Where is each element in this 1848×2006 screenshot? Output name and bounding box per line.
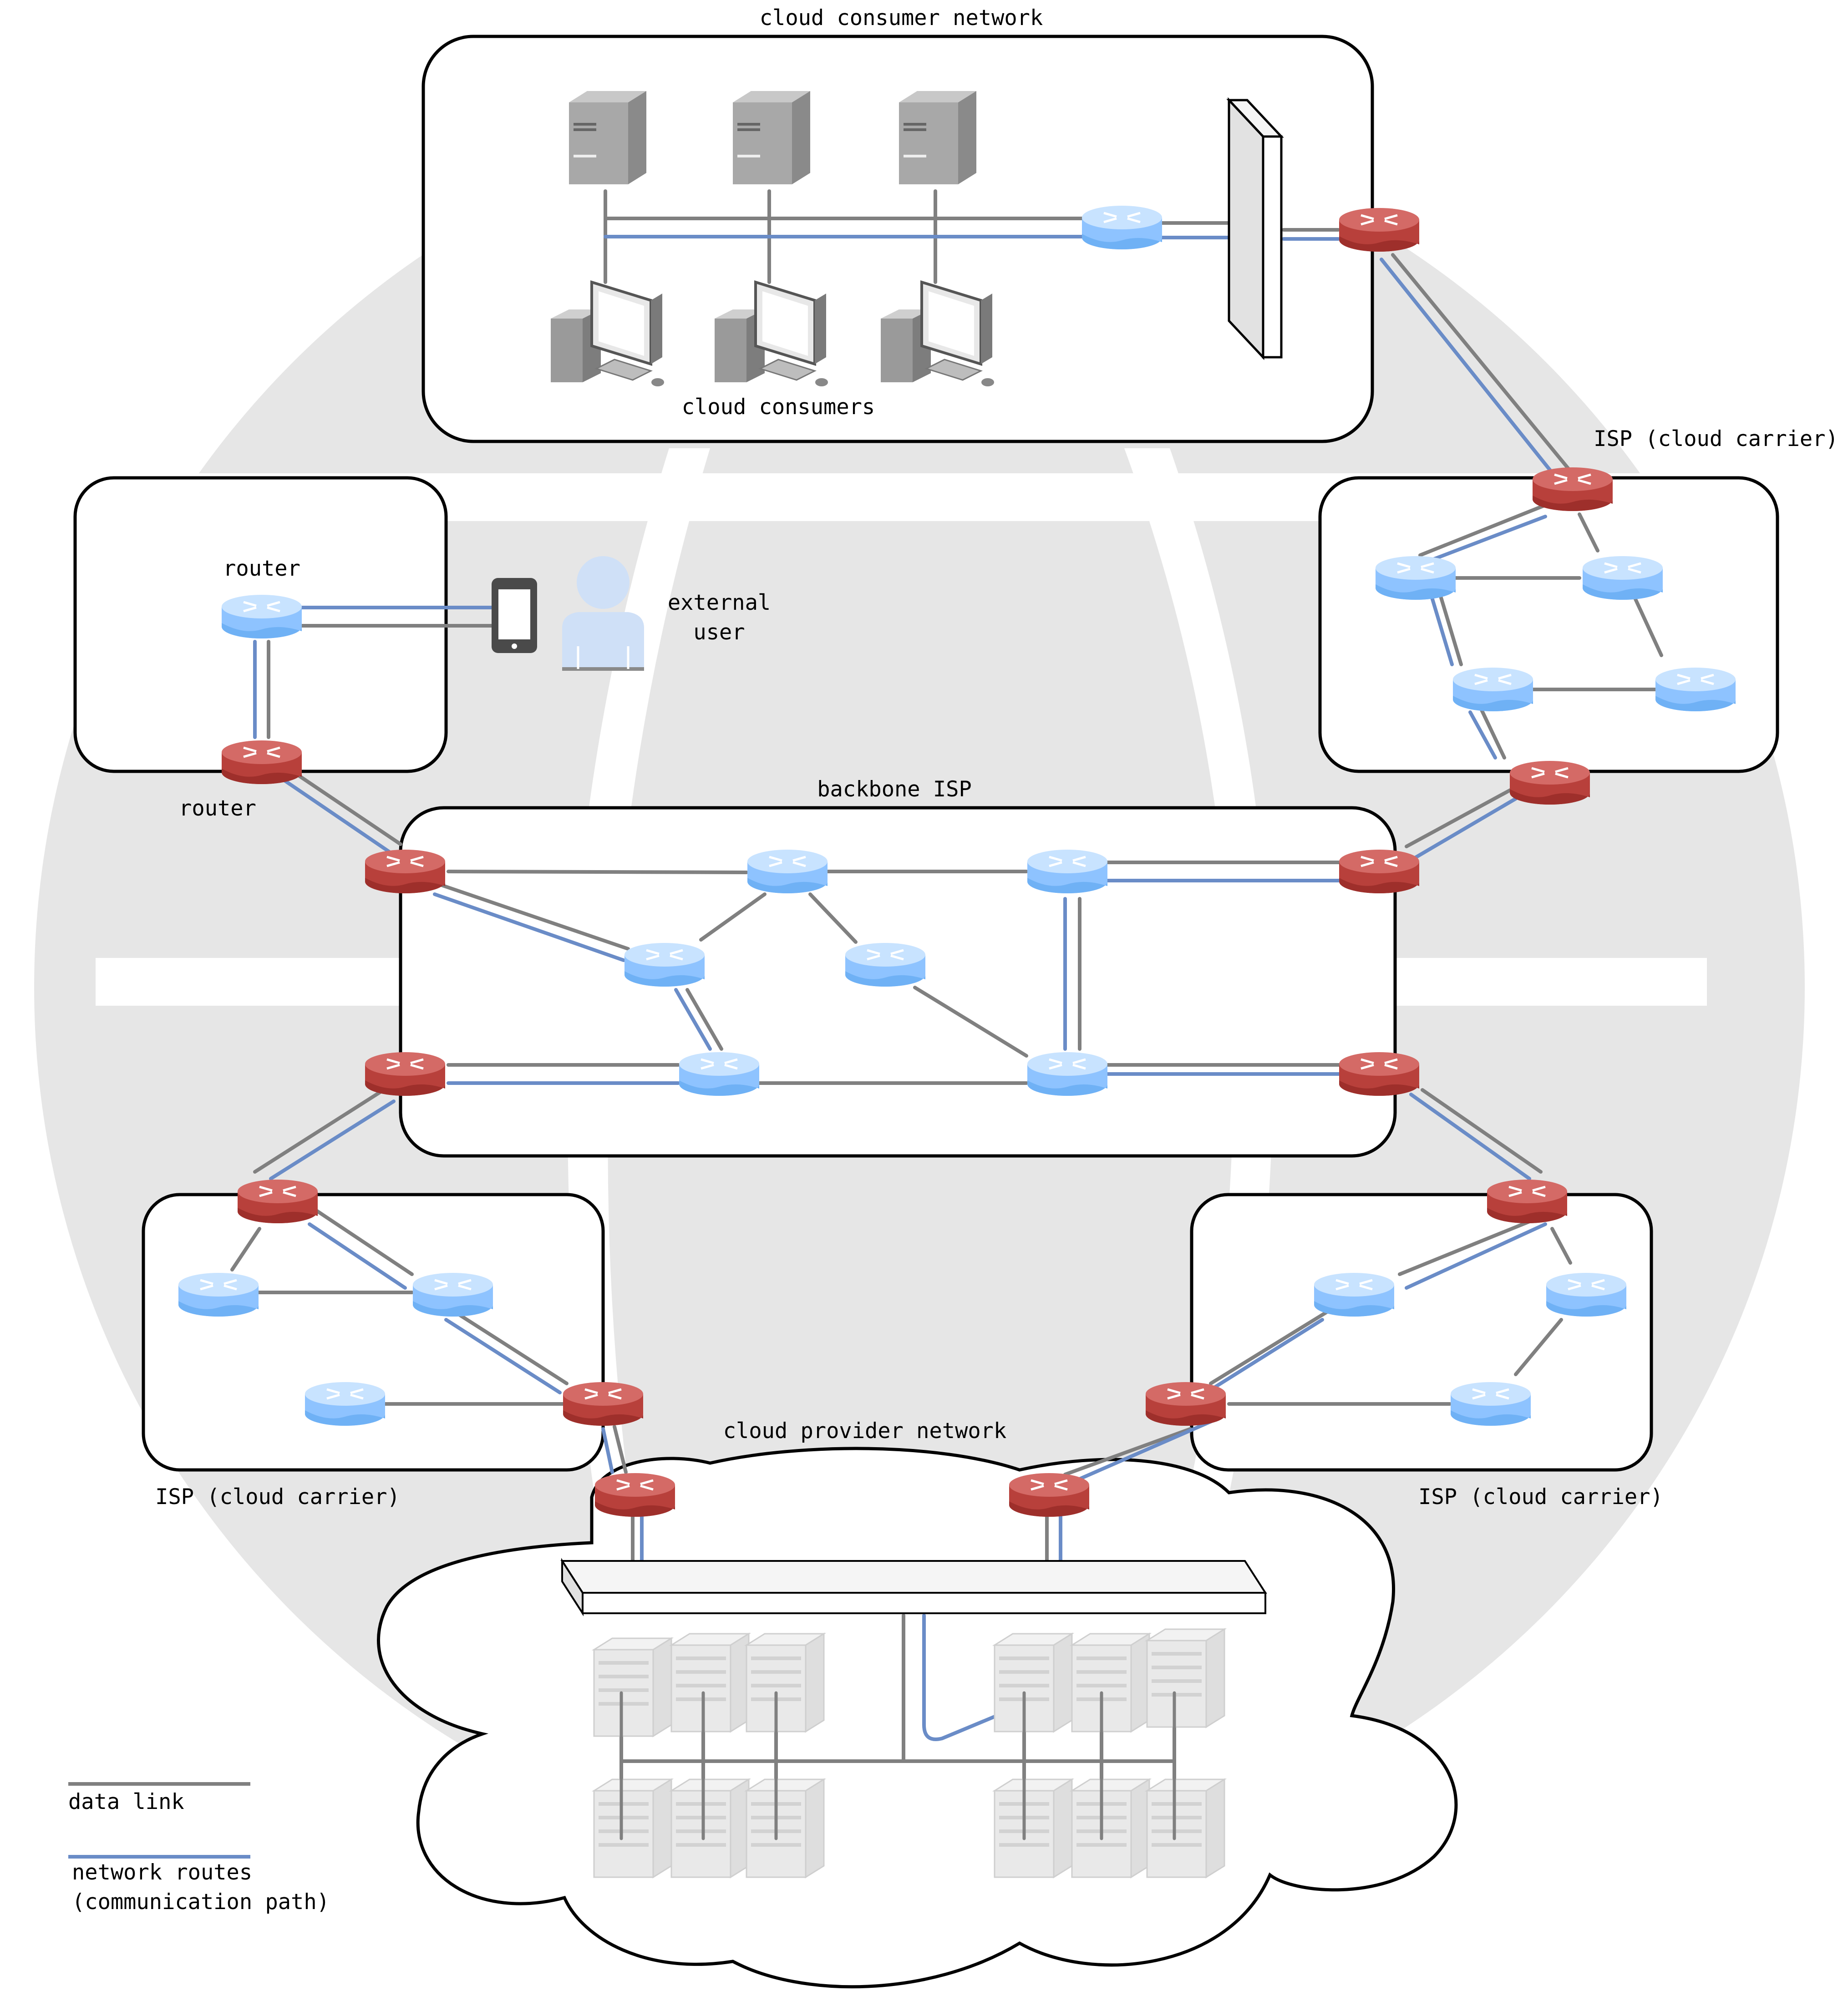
consumers-label: cloud consumers — [682, 395, 875, 420]
edge-router-icon — [238, 1180, 318, 1223]
router-icon — [1376, 556, 1456, 600]
consumer-network-label: cloud consumer network — [760, 5, 1043, 30]
edge-router-icon — [1339, 850, 1419, 893]
server-tower-icon — [569, 91, 646, 184]
router-icon — [624, 943, 705, 987]
rack-server-icon — [746, 1778, 825, 1878]
rack-server-icon — [670, 1633, 750, 1732]
rack-server-icon — [593, 1637, 672, 1737]
rack-server-icon — [1146, 1778, 1225, 1878]
router-icon — [305, 1382, 385, 1426]
user-icon — [562, 556, 644, 671]
rack-server-icon — [670, 1778, 750, 1878]
router-icon — [178, 1273, 259, 1317]
rack-server-connectors — [619, 1691, 1176, 1840]
edge-router-icon — [222, 740, 302, 784]
network-routes — [253, 235, 1556, 1741]
rack-server-icon — [1071, 1633, 1150, 1732]
server-tower-icon — [899, 91, 976, 184]
isp-bottom-right-box — [1190, 1193, 1653, 1472]
legend-network-routes-label: network routes — [72, 1860, 252, 1885]
edge-router-icon — [1339, 208, 1419, 252]
backbone-isp-label: backbone ISP — [817, 777, 972, 802]
external-user-label-line1: external — [668, 590, 771, 615]
isp-bottom-left-box — [142, 1193, 605, 1472]
server-tower-icon — [733, 91, 810, 184]
legend: data link network routes (communication … — [68, 1782, 330, 1915]
edge-router-icon — [1533, 467, 1613, 511]
edge-router-icon — [595, 1473, 675, 1517]
edge-router-icon — [1146, 1382, 1226, 1426]
servers — [569, 91, 976, 184]
edge-router-icon — [1009, 1473, 1089, 1517]
router-icon — [413, 1273, 493, 1317]
isp-top-right-label: ISP (cloud carrier) — [1594, 426, 1838, 451]
edge-router-icon — [563, 1382, 643, 1426]
edge-router-icon — [365, 850, 445, 893]
rack-server-icon — [593, 1778, 672, 1878]
router-icon — [1451, 1382, 1531, 1426]
router-icon — [679, 1052, 759, 1096]
router-icon — [1027, 1052, 1107, 1096]
firewall-icon — [1226, 97, 1284, 360]
legend-data-link-label: data link — [68, 1789, 184, 1814]
router-icon — [1655, 668, 1736, 711]
router-icon — [1546, 1273, 1626, 1317]
rack-server-icon — [746, 1633, 825, 1732]
workstations — [551, 282, 994, 386]
isp-bottom-right-label: ISP (cloud carrier) — [1418, 1484, 1663, 1510]
isp-bottom-left-label: ISP (cloud carrier) — [155, 1484, 400, 1510]
router-icon — [1583, 556, 1663, 600]
isp-top-right-box — [1318, 476, 1779, 773]
edge-router-icon — [1510, 761, 1590, 805]
rack-server-icon — [1146, 1628, 1225, 1728]
cloud-provider-network-label: cloud provider network — [723, 1418, 1007, 1444]
external-user-label-line2: user — [693, 620, 745, 645]
legend-network-routes-label-2: (communication path) — [72, 1889, 330, 1915]
rack-server-icon — [994, 1778, 1073, 1878]
router-icon — [845, 943, 925, 987]
router-icon — [222, 595, 302, 638]
router-icon — [1027, 850, 1107, 893]
smartphone-icon — [492, 578, 537, 653]
router-bottom-label: router — [179, 796, 256, 821]
edge-router-icon — [365, 1052, 445, 1096]
edge-router-icon — [1487, 1180, 1567, 1223]
rack-server-icon — [994, 1633, 1073, 1732]
router-top-label: router — [223, 556, 300, 581]
edge-router-icon — [1339, 1052, 1419, 1096]
rack-server-icon — [1071, 1778, 1150, 1878]
router-icon — [1314, 1273, 1394, 1317]
switch-icon — [560, 1558, 1267, 1616]
router-icon — [1082, 206, 1162, 249]
router-icon — [747, 850, 828, 893]
router-icon — [1453, 668, 1533, 711]
